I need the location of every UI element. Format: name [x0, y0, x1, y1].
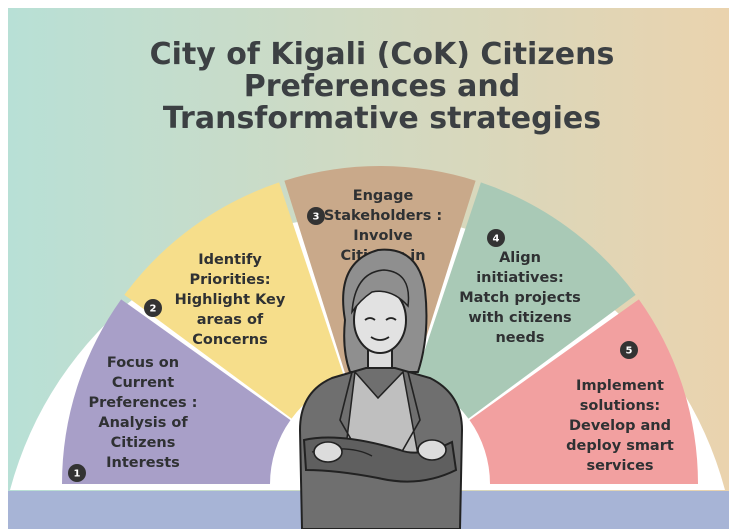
segment-1 — [62, 299, 291, 484]
segment-3-label-line: Engage — [353, 188, 414, 204]
step-badge-3 — [307, 207, 325, 225]
step-badge-number-5: 5 — [626, 346, 633, 357]
segment-1-label-line: Citizens — [111, 435, 176, 451]
step-badge-1 — [68, 464, 86, 482]
segment-1-label-line: Preferences : — [89, 395, 198, 411]
step-badge-number-4: 4 — [493, 234, 500, 245]
segment-3-label-line: Involve — [353, 228, 413, 244]
step-badge-2 — [144, 299, 162, 317]
segment-4-label: Align initiatives: Match projects with citi… — [459, 250, 581, 346]
segment-5-label-line: solutions: — [580, 398, 661, 414]
title-line-2: Preferences and — [244, 69, 521, 104]
title-block: City of Kigali (CoK) Citizens Preference… — [150, 37, 615, 136]
segment-1-label-line: Current — [112, 375, 174, 391]
segment-2-label-line: Identify — [198, 252, 262, 268]
segment-1-label-line: Interests — [106, 455, 180, 471]
segment-5-label-line: Implement — [576, 378, 664, 394]
segment-3-label-line: Stakeholders : — [324, 208, 442, 224]
segment-2-label-line: Concerns — [192, 332, 267, 348]
segment-5-label-line: services — [586, 458, 653, 474]
segment-2-label-line: areas of — [197, 312, 264, 328]
step-badge-number-3: 3 — [313, 212, 320, 223]
segment-5 — [469, 299, 698, 484]
title-line-3: Transformative strategies — [163, 101, 601, 136]
segment-5-label-line: deploy smart — [566, 438, 674, 454]
step-badge-4 — [487, 229, 505, 247]
segment-4-label-line: Match projects — [459, 290, 581, 306]
segment-5-label-line: Develop and — [569, 418, 671, 434]
segment-4-label-line: Align — [499, 250, 541, 266]
segment-5-label: Implement solutions: Develop and deploy sma… — [566, 378, 674, 474]
title-line-1: City of Kigali (CoK) Citizens — [150, 37, 615, 72]
segment-1-label-line: Analysis of — [98, 415, 188, 431]
segment-2-label-line: Highlight Key — [175, 292, 286, 308]
segment-4-label-line: needs — [495, 330, 544, 346]
segment-1-label-line: Focus on — [107, 355, 179, 371]
step-badge-number-2: 2 — [150, 304, 157, 315]
segment-2-label-line: Priorities: — [190, 272, 271, 288]
segment-4 — [414, 182, 636, 419]
step-badge-5 — [620, 341, 638, 359]
woman-with-crossed-arms-illustration — [298, 248, 464, 529]
segment-4-label-line: with citizens — [468, 310, 571, 326]
step-badge-number-1: 1 — [74, 469, 81, 480]
segment-4-label-line: initiatives: — [476, 270, 564, 286]
segment-2 — [124, 182, 346, 419]
